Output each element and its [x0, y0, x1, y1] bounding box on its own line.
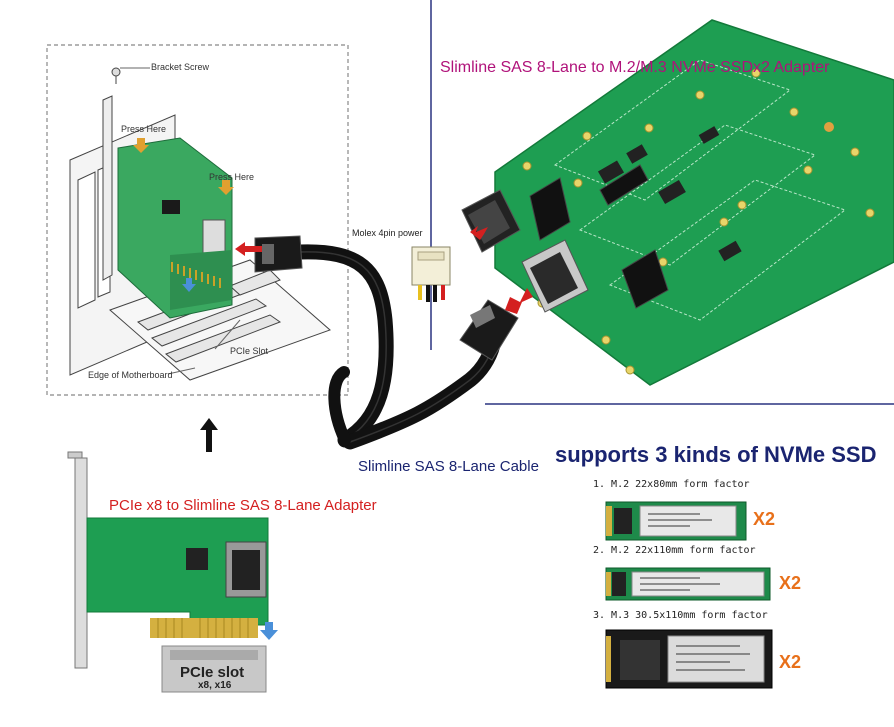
press-arrow-1: [133, 138, 149, 153]
pcie-adapter-card: [67, 451, 278, 693]
press-arrow-2: [218, 180, 234, 195]
ssd-item-2-multiplier: X2: [779, 573, 802, 593]
cable-title: Slimline SAS 8-Lane Cable: [358, 458, 539, 475]
pcie-slot-title: PCIe slot: [180, 664, 245, 681]
arrow-into-card: [235, 242, 262, 256]
adapter-title: Slimline SAS 8-Lane to M.2/M.3 NVMe SSDx…: [440, 59, 830, 76]
molex-label: Molex 4pin power: [352, 228, 423, 238]
press-here-label-2: Press Here: [209, 172, 255, 182]
slimline-cable: [292, 244, 502, 450]
ssd-item-3-label: 3. M.3 30.5x110mm form factor: [593, 610, 768, 621]
edge-of-motherboard-label: Edge of Motherboard: [88, 370, 173, 380]
press-here-label-1: Press Here: [121, 124, 167, 134]
arrow-molex-to-board: [470, 226, 488, 240]
molex-connector: [411, 246, 451, 302]
ssd-item-2-label: 2. M.2 22x110mm form factor: [593, 545, 756, 556]
cable-connector-right: [459, 299, 519, 361]
black-up-arrow: [200, 418, 218, 452]
blue-down-arrow: [260, 622, 278, 640]
arrow-cable-to-board: [505, 288, 533, 314]
bracket-screw-icon: [111, 67, 121, 77]
install-card: [117, 137, 234, 319]
ssd-2: [605, 567, 771, 601]
pcie-adapter-title: PCIe x8 to Slimline SAS 8-Lane Adapter: [109, 497, 377, 514]
red-arrows: [235, 226, 533, 314]
ssd-item-3-multiplier: X2: [779, 652, 802, 672]
ssd-3: [605, 629, 773, 689]
ssd-item-1-label: 1. M.2 22x80mm form factor: [593, 479, 750, 490]
pcie-slot-sub: x8, x16: [198, 680, 232, 691]
ssd-1: [605, 501, 747, 541]
nvme-heading: supports 3 kinds of NVMe SSD: [555, 442, 877, 467]
slot-arrow: [182, 278, 196, 292]
install-diagram-box: [46, 44, 349, 396]
ssd-item-1-multiplier: X2: [753, 509, 776, 529]
bracket-screw-label: Bracket Screw: [151, 62, 210, 72]
pcie-slot-label: PCIe Slot: [230, 346, 269, 356]
cable-connector-left: [254, 235, 303, 273]
